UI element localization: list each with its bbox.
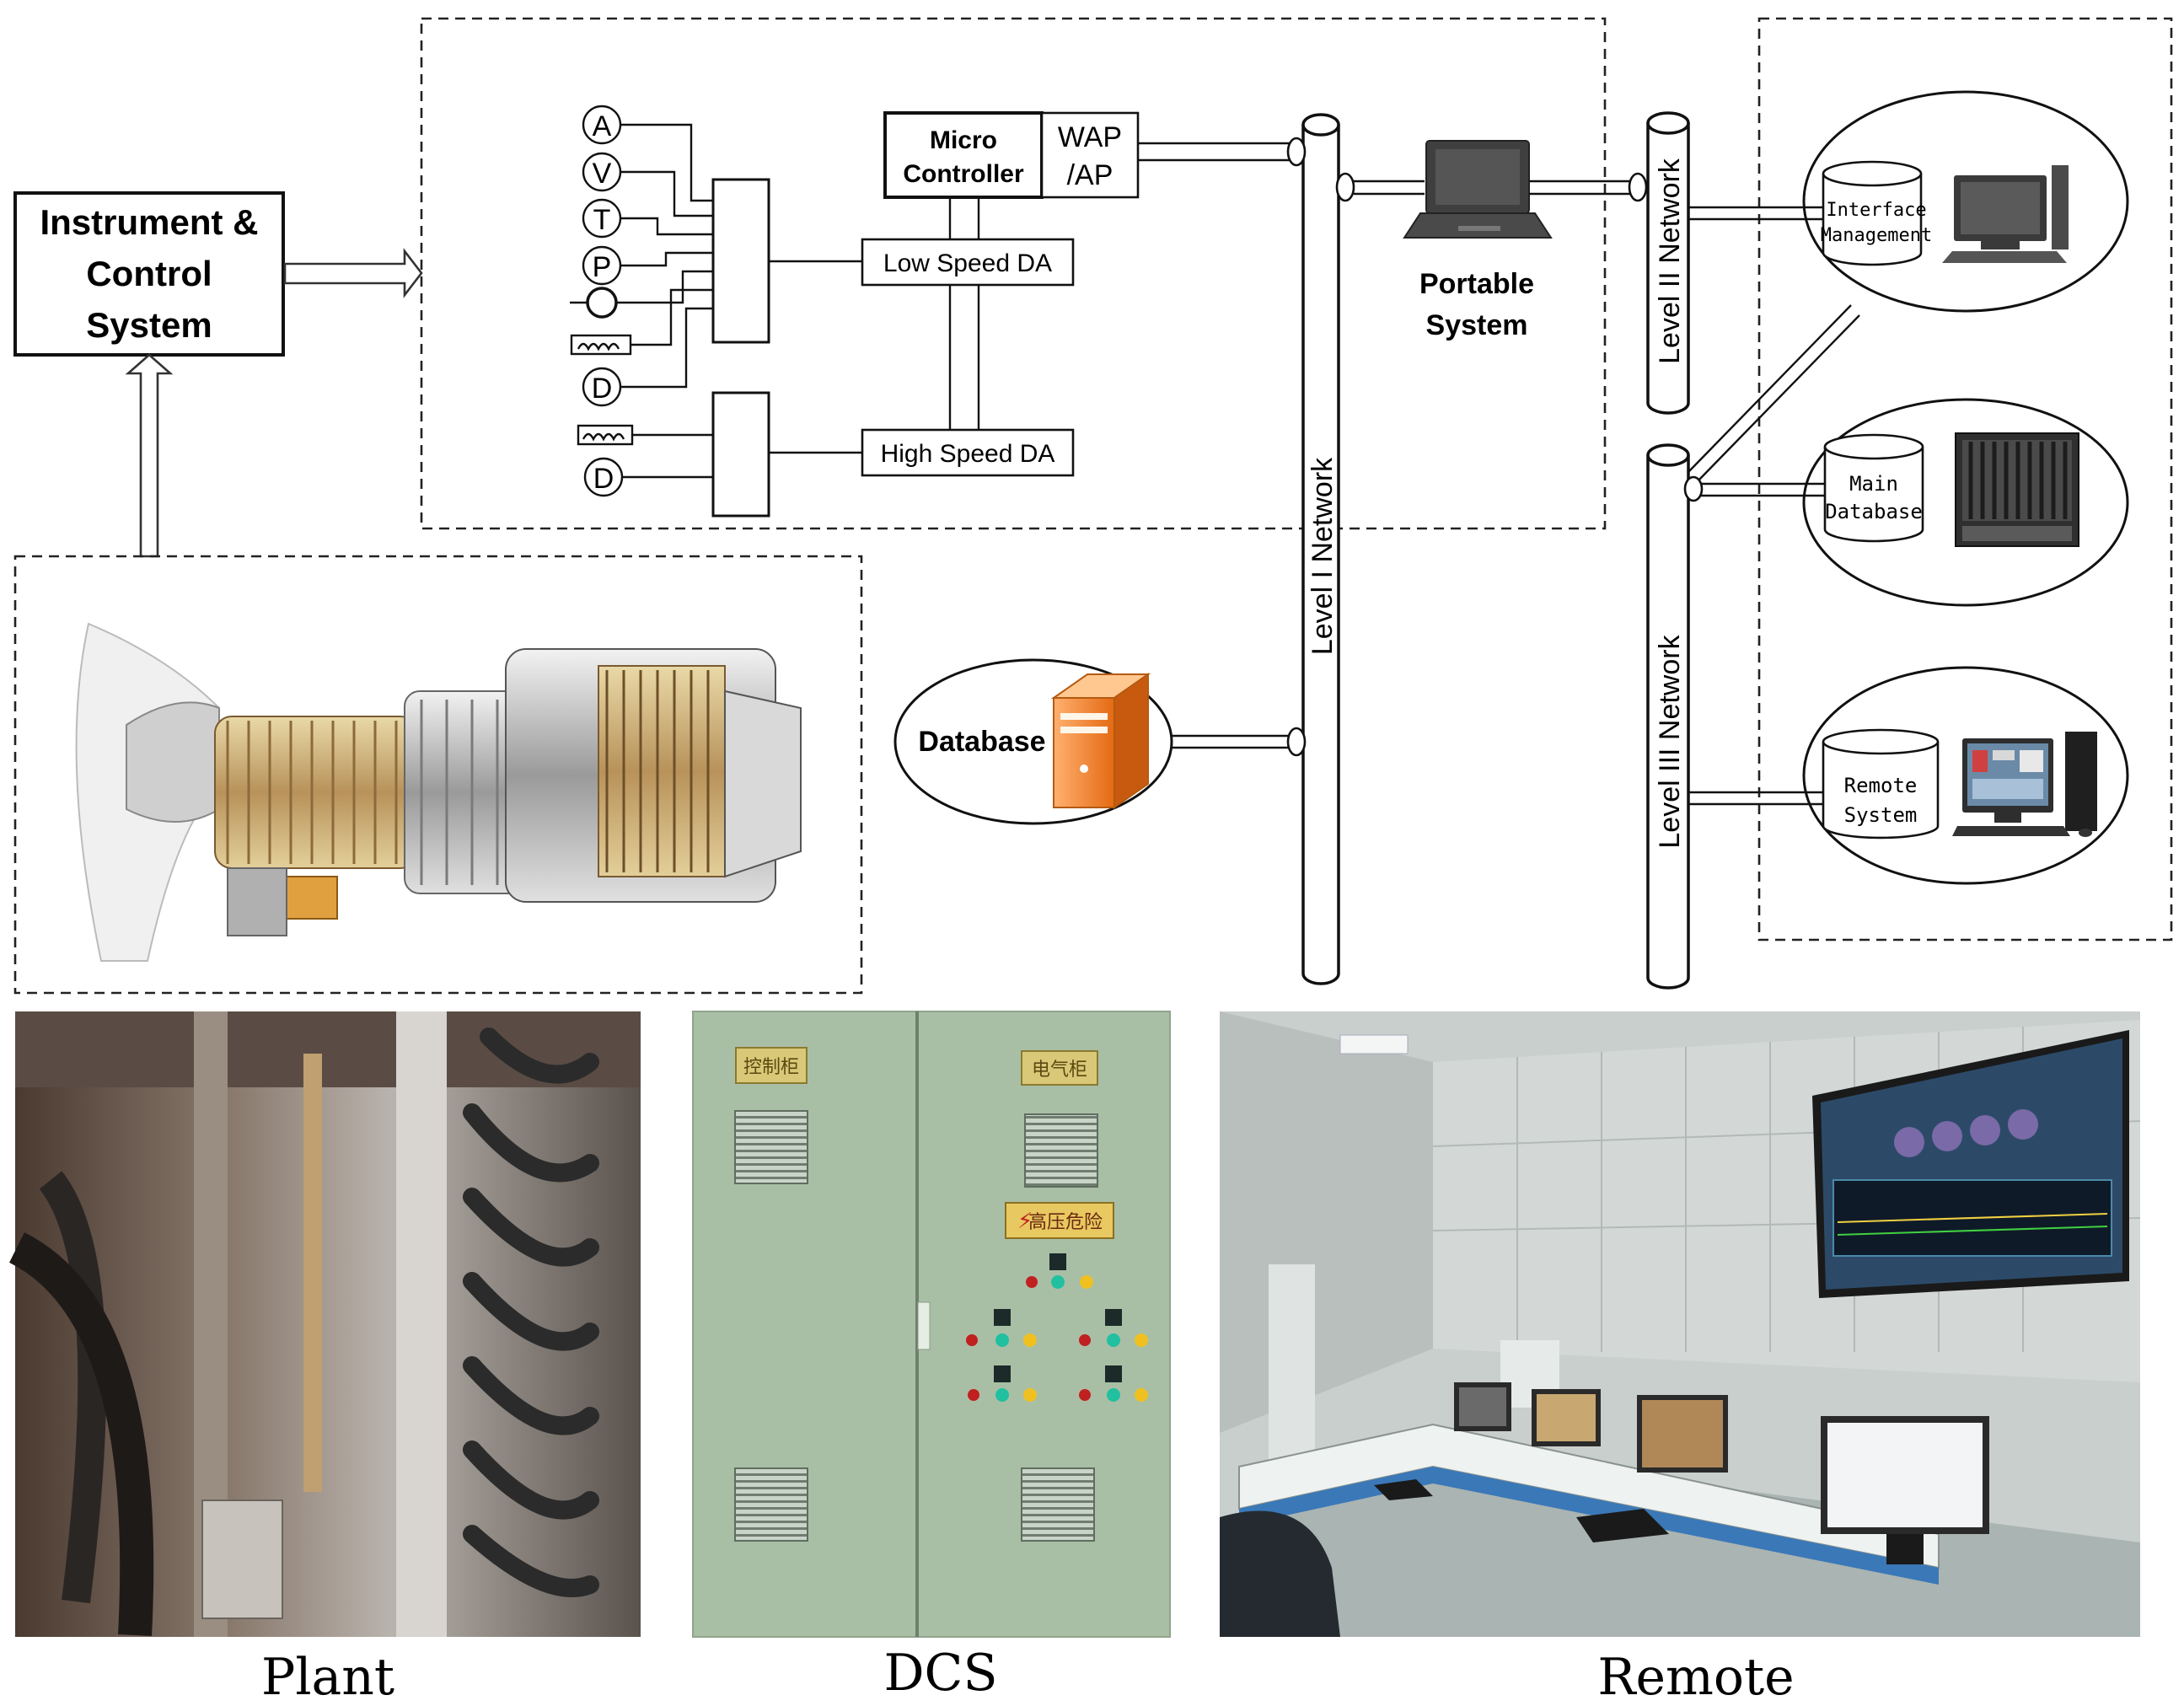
sensor-d1-label: D [592, 373, 613, 405]
portable-system-label-2: System [1426, 309, 1528, 341]
interface-management-label-1: Interface [1826, 200, 1926, 221]
turbine-region [13, 555, 863, 995]
level1-network-bus: Level I Network [1301, 113, 1340, 985]
micro-controller-box [883, 111, 1044, 199]
level3-network-label: Level III Network [1654, 634, 1686, 848]
wall-display-screen [1812, 1030, 2129, 1298]
dcs-right-plate-text: 电气柜 [1032, 1059, 1087, 1080]
workstation-icon [1952, 732, 2097, 837]
database-server-icon [1050, 673, 1151, 809]
main-db-cylinder [1823, 433, 1924, 543]
wap-label-2: /AP [1067, 159, 1113, 191]
dcs-caption: DCS [883, 1644, 997, 1703]
instrument-control-label-3: System [86, 305, 212, 345]
plant-photo [8, 1011, 641, 1637]
dcs-left-plate-text: 控制柜 [743, 1056, 799, 1077]
low-speed-da-box [861, 238, 1075, 287]
svg-text:⚡: ⚡ [1017, 1208, 1033, 1233]
database-label: Database [918, 726, 1045, 758]
dcs-warning-plate [1005, 1202, 1114, 1239]
dcs-right-plate [1021, 1050, 1098, 1086]
level2-network-bus: Level II Network [1646, 111, 1690, 415]
level3-network-bus: Level III Network [1646, 443, 1690, 990]
high-speed-da-label: High Speed DA [881, 440, 1055, 468]
dcs-warning-plate-text: 高压危险 [1028, 1211, 1103, 1232]
sensor-probe [586, 287, 618, 319]
level2-network-label: Level II Network [1654, 158, 1686, 364]
desktop-computer-icon [1942, 165, 2069, 263]
instrument-control-label-2: Control [86, 254, 212, 293]
micro-controller-label-1: Micro [930, 126, 997, 154]
interface-db-cylinder [1822, 160, 1923, 266]
low-speed-da-label: Low Speed DA [883, 249, 1052, 277]
sensor-d2-label: D [593, 463, 614, 495]
sensor-t-label: T [593, 204, 611, 236]
sensor-p-label: P [593, 251, 612, 283]
instrument-control-system-box: Instrument & Control System [13, 191, 285, 357]
level1-network-label: Level I Network [1307, 457, 1339, 655]
sensor-group: A V T P D D [570, 105, 634, 497]
wap-label-1: WAP [1058, 121, 1122, 153]
interface-management-label-2: Management [1821, 225, 1932, 246]
main-database-label-1: Main [1849, 472, 1898, 496]
remote-photo [1220, 1011, 2141, 1637]
high-speed-da-box [861, 428, 1075, 477]
dcs-indicator-lights [966, 1253, 1148, 1402]
remote-caption: Remote [1597, 1648, 1794, 1706]
portable-system-label-1: Portable [1419, 268, 1534, 300]
remote-system-label-1: Remote [1844, 774, 1918, 797]
micro-controller-label-2: Controller [903, 160, 1024, 188]
remote-db-cylinder [1822, 728, 1940, 840]
sensor-a-label: A [593, 110, 612, 142]
portable-laptop-icon [1403, 140, 1553, 239]
plant-caption: Plant [261, 1648, 394, 1706]
acquisition-region [420, 17, 1607, 530]
wap-box [1040, 111, 1140, 199]
sensor-v-label: V [593, 158, 612, 190]
arrow-from-turbine [125, 353, 174, 558]
remote-system-label-2: System [1844, 803, 1918, 827]
gas-turbine-illustration [75, 622, 802, 962]
multiplexer-low [711, 178, 770, 344]
main-database-label-2: Database [1825, 500, 1923, 523]
multiplexer-high [711, 391, 770, 518]
arrow-to-acquisition [283, 248, 423, 298]
server-region [1757, 17, 2173, 942]
server-rack-icon [1955, 432, 2079, 547]
instrument-control-label-1: Instrument & [40, 202, 258, 242]
dcs-left-plate [735, 1047, 808, 1084]
dcs-photo: 控制柜 电气柜 高压危险 ⚡ [692, 1011, 1171, 1638]
